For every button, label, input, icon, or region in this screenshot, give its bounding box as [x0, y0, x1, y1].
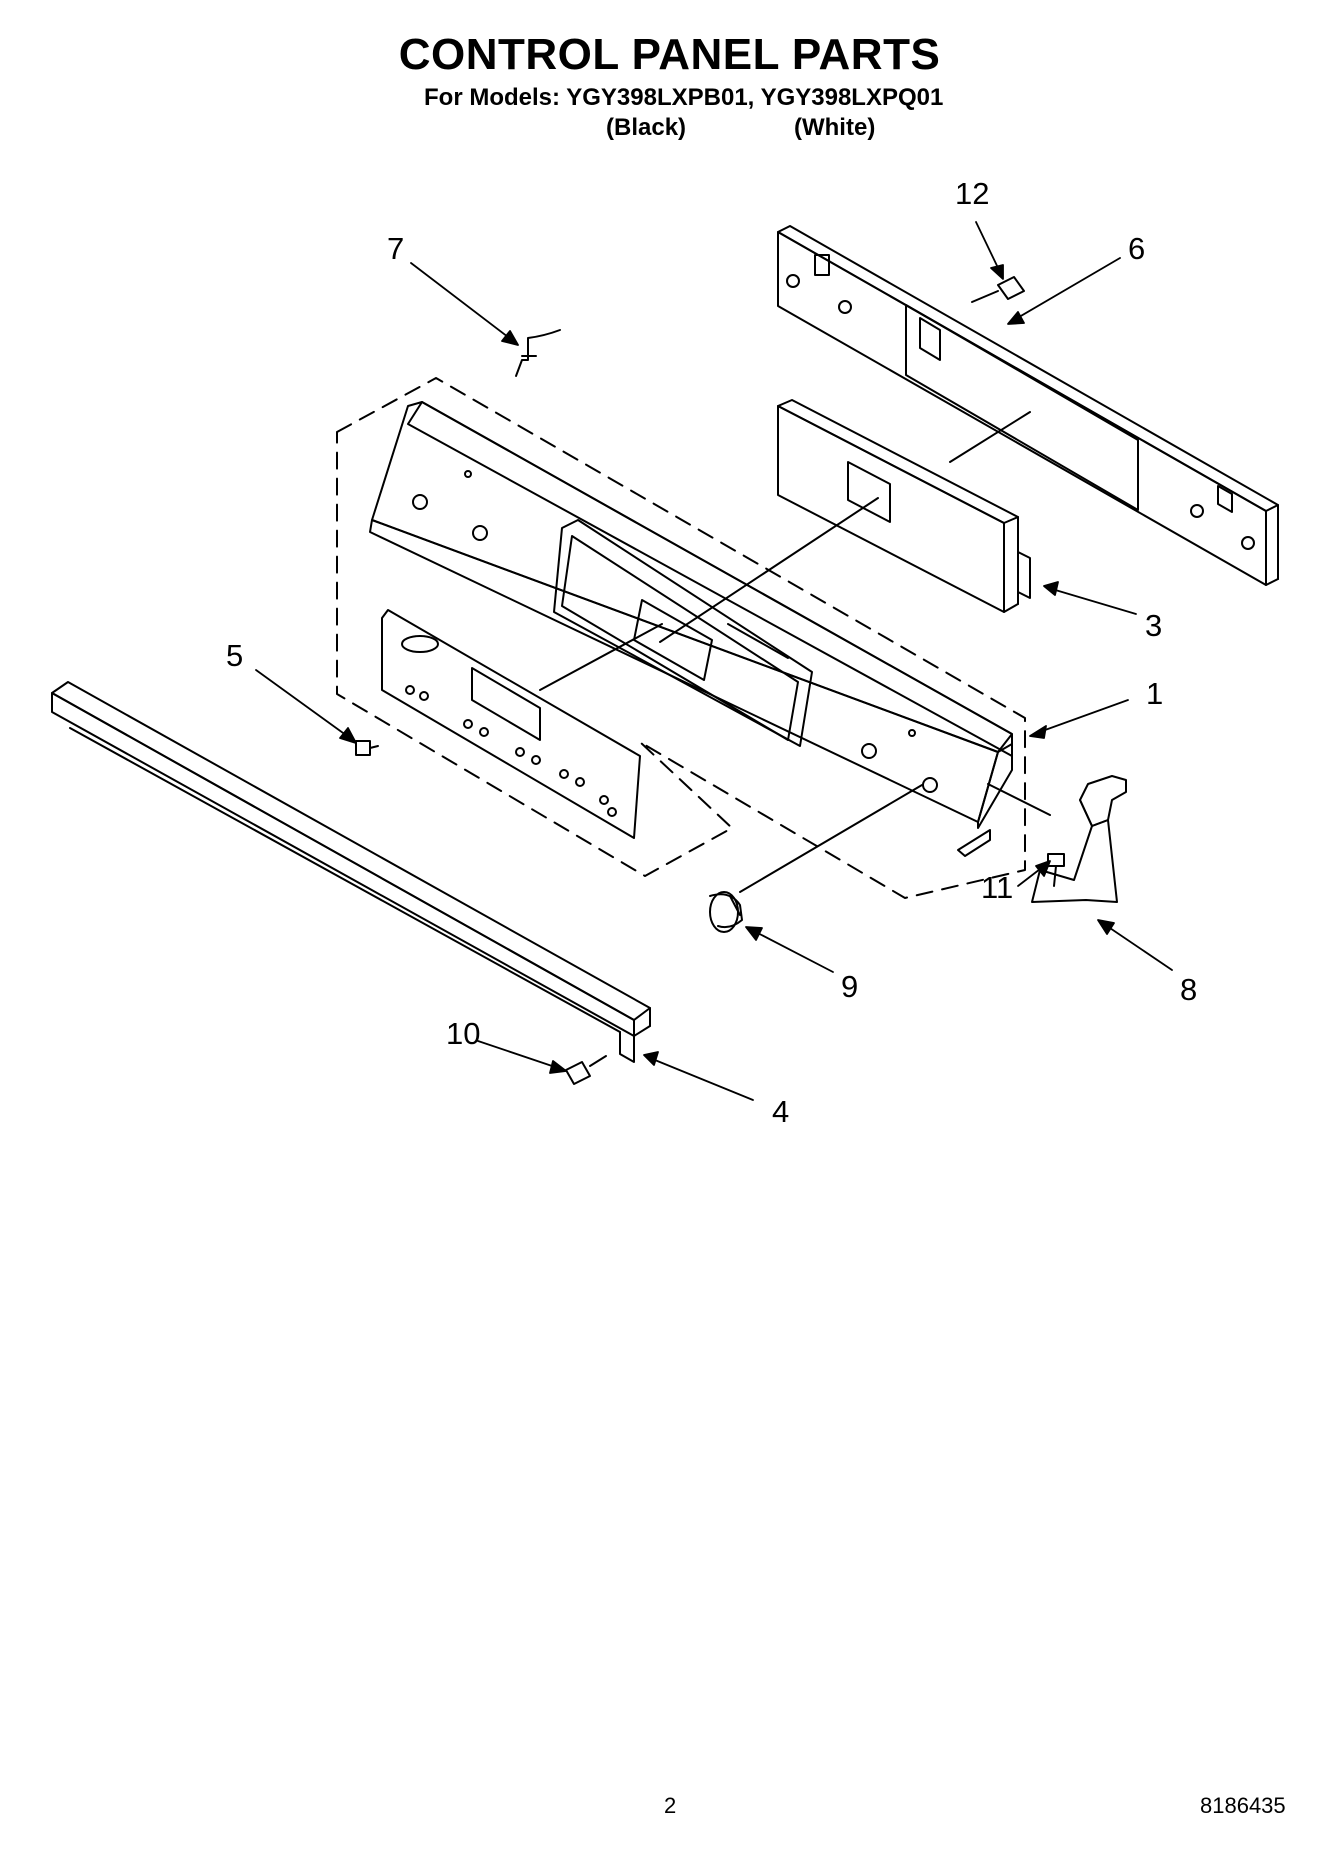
end-cap-leader	[987, 783, 1051, 816]
control-overlay-panel	[381, 609, 641, 839]
page-title: CONTROL PANEL PARTS	[398, 30, 941, 79]
callout-arrows	[255, 221, 1173, 1101]
callout-12: 12	[955, 176, 989, 211]
wire-harness-part-7	[515, 329, 561, 377]
screw-part-12	[971, 276, 1025, 303]
page-number: 2	[664, 1793, 677, 1818]
callout-11: 11	[981, 870, 1013, 905]
callout-7: 7	[387, 231, 404, 266]
screw-part-10	[565, 1055, 607, 1085]
callout-9: 9	[841, 969, 858, 1004]
document-number: 8186435	[1200, 1793, 1286, 1818]
callout-5: 5	[226, 638, 243, 673]
control-panel-part-1	[369, 401, 1013, 857]
screw-part-5	[355, 740, 379, 756]
knob-part-9	[709, 784, 923, 933]
callout-10: 10	[446, 1016, 480, 1051]
callout-3: 3	[1145, 608, 1162, 643]
rear-panel-part-6	[777, 225, 1279, 586]
variant-black-label: (Black)	[606, 114, 687, 141]
callout-6: 6	[1128, 231, 1145, 266]
assembly-boundary-dashed	[336, 377, 1026, 899]
end-cap-part-8	[1031, 775, 1127, 903]
callout-1: 1	[1146, 676, 1163, 711]
screw-part-11	[1047, 853, 1065, 887]
models-line: For Models: YGY398LXPB01, YGY398LXPQ01	[424, 84, 944, 111]
callout-4: 4	[772, 1094, 789, 1129]
trim-strip-part-4	[51, 681, 651, 1063]
variant-white-label: (White)	[794, 114, 876, 141]
callout-8: 8	[1180, 972, 1197, 1007]
